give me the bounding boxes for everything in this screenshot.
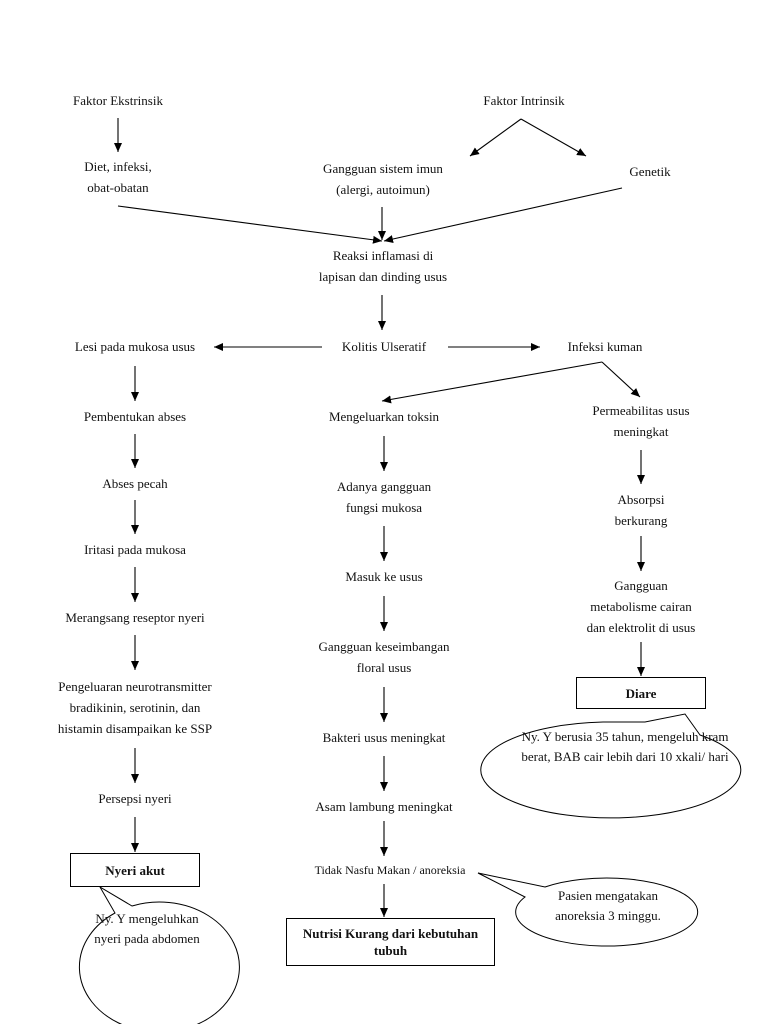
node-iritasi-mukosa: Iritasi pada mukosa	[84, 542, 186, 557]
node-abses-pecah: Abses pecah	[102, 476, 168, 491]
node-persepsi-nyeri: Persepsi nyeri	[98, 791, 172, 806]
callout-nyeri-bubble	[78, 885, 240, 1024]
node-neurotransmitter: Pengeluaran neurotransmitter bradikinin,…	[57, 679, 213, 736]
diagnosis-nutrisi-kurang: Nutrisi Kurang dari kebutuhan tubuh	[286, 918, 495, 966]
node-reaksi-inflamasi: Reaksi inflamasi di lapisan dan dinding …	[318, 248, 448, 284]
node-infeksi-kuman: Infeksi kuman	[567, 339, 643, 354]
callout-nyeri-text: Ny. Y mengeluhkan nyeri pada abdomen	[94, 911, 200, 946]
node-reseptor-nyeri: Merangsang reseptor nyeri	[65, 610, 205, 625]
node-faktor-intrinsik: Faktor Intrinsik	[483, 93, 565, 108]
node-faktor-ekstrinsik: Faktor Ekstrinsik	[73, 93, 163, 108]
node-masuk-usus: Masuk ke usus	[345, 569, 423, 584]
node-kolitis-ulseratif: Kolitis Ulseratif	[341, 339, 427, 354]
node-anoreksia: Tidak Nasfu Makan / anoreksia	[314, 863, 466, 877]
arrow	[381, 361, 603, 404]
node-metabolisme-cairan: Gangguan metabolisme cairan dan elektrol…	[586, 578, 696, 635]
node-diet-infeksi: Diet, infeksi, obat-obatan	[84, 159, 152, 195]
node-gangguan-imun: Gangguan sistem imun (alergi, autoimun)	[323, 161, 443, 197]
node-pembentukan-abses: Pembentukan abses	[83, 409, 187, 424]
arrow	[117, 205, 383, 244]
arrow	[601, 361, 641, 398]
arrow	[469, 118, 522, 157]
node-gangguan-fungsi-mukosa: Adanya gangguan fungsi mukosa	[336, 479, 432, 515]
arrow	[520, 118, 587, 157]
node-bakteri-meningkat: Bakteri usus meningkat	[322, 730, 446, 745]
node-keseimbangan-floral: Gangguan keseimbangan floral usus	[318, 639, 450, 675]
node-asam-lambung: Asam lambung meningkat	[315, 799, 453, 814]
node-permeabilitas: Permeabilitas usus meningkat	[592, 403, 690, 439]
arrow	[383, 187, 623, 243]
node-genetik: Genetik	[629, 164, 671, 179]
callout-diare-bubble	[480, 713, 742, 819]
diagnosis-nyeri-akut: Nyeri akut	[70, 853, 200, 887]
callout-anoreksia-bubble	[477, 872, 699, 947]
node-mengeluarkan-toksin: Mengeluarkan toksin	[328, 409, 440, 424]
node-lesi-mukosa: Lesi pada mukosa usus	[74, 339, 196, 354]
diagnosis-diare: Diare	[576, 677, 706, 709]
node-absorpsi: Absorpsi berkurang	[614, 492, 668, 528]
callout-diare-text: Ny. Y berusia 35 tahun, mengeluh kram be…	[521, 729, 729, 764]
callout-anoreksia-text: Pasien mengatakan anoreksia 3 minggu.	[555, 888, 661, 923]
